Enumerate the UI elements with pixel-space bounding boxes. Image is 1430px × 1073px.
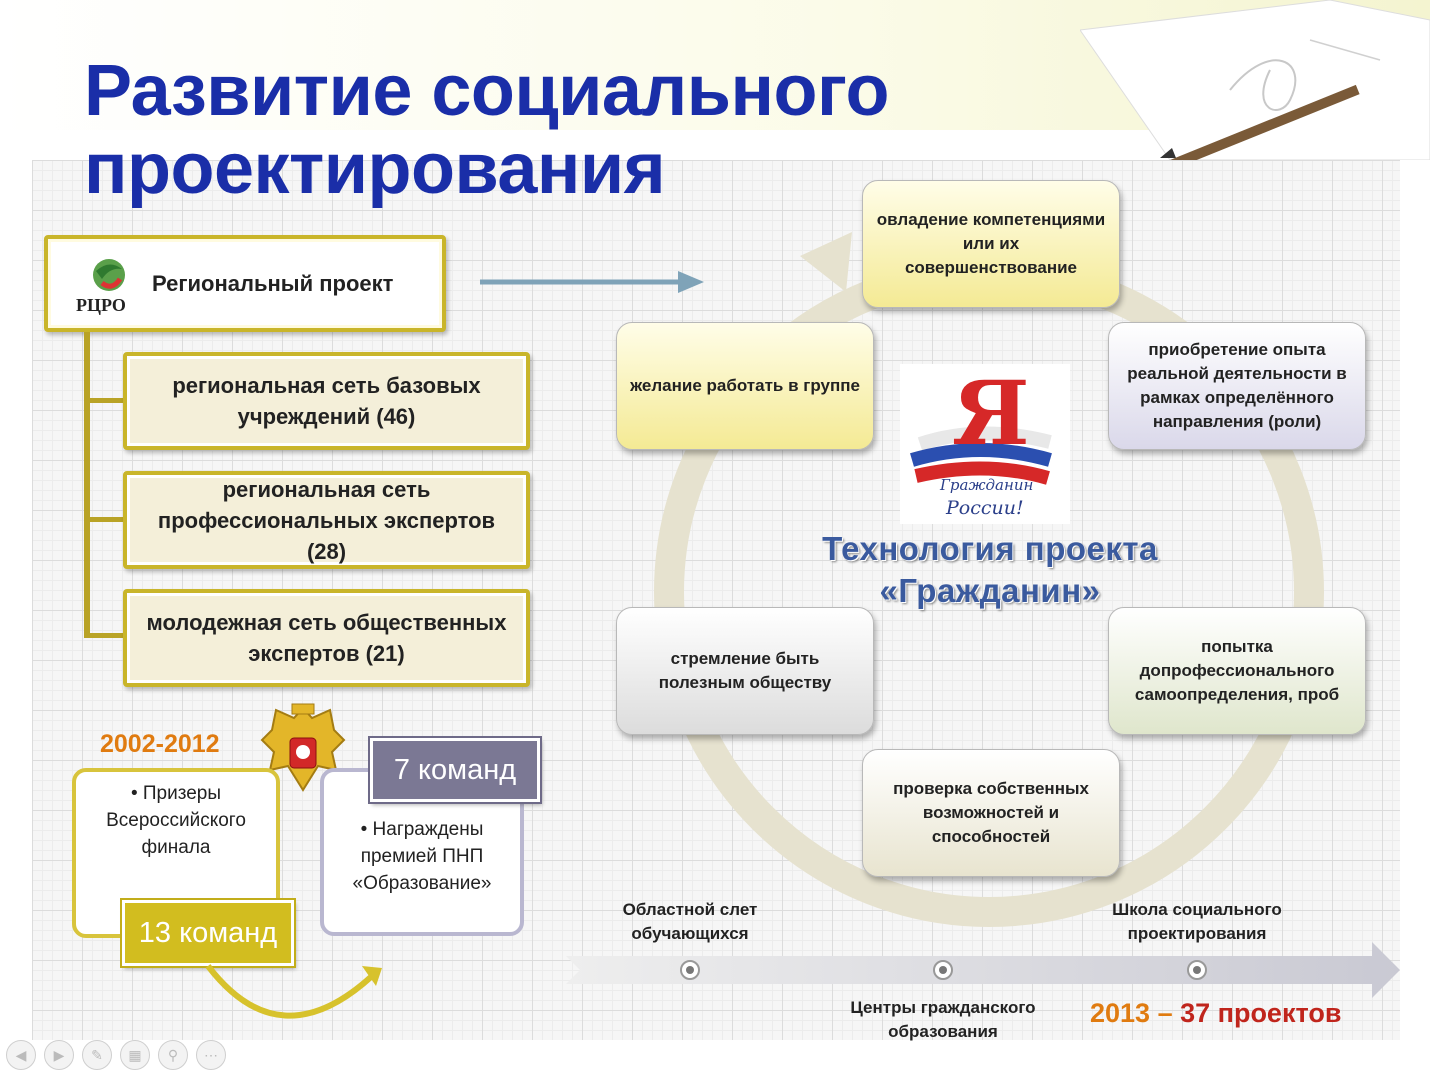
regional-project-label: Региональный проект — [152, 271, 394, 296]
timeline-marker-2 — [933, 960, 953, 980]
finalists-text: • Призеры Всероссийского финала — [106, 783, 246, 858]
cycle-step-label: попытка допрофессионального самоопределе… — [1134, 637, 1340, 704]
logo-letter: Я — [952, 364, 1030, 465]
cycle-step-label: желание работать в группе — [630, 376, 860, 395]
cycle-step-self-determination: попытка допрофессионального самоопределе… — [1108, 607, 1366, 735]
curved-arrow-icon — [205, 964, 382, 1019]
timeline-label-school: Школа социального проектирования — [1112, 900, 1282, 943]
team-count-13: 13 команд — [122, 900, 294, 966]
regional-project-box: РЦРО Региональный проект — [44, 235, 446, 332]
logo-word-2: России! — [945, 497, 1024, 519]
network-box-base-institutions: региональная сеть базовых учреждений (46… — [123, 352, 530, 450]
team-count-7: 7 команд — [370, 738, 540, 802]
cycle-step-self-check: проверка собственных возможностей и спос… — [862, 749, 1120, 877]
title-line-1: Развитие социального — [84, 51, 889, 131]
timeline-marker-3 — [1187, 960, 1207, 980]
technology-title: Технология проекта «Гражданин» — [790, 528, 1190, 612]
rcro-logo-icon — [93, 259, 125, 291]
cycle-step-label: стремление быть полезным обществу — [658, 649, 832, 692]
network-box-professional-experts: региональная сеть профессиональных экспе… — [123, 471, 530, 569]
result-year: 2013 — [1090, 998, 1151, 1028]
timeline-label-centers: Центры гражданского образования — [850, 998, 1036, 1041]
cycle-step-useful: стремление быть полезным обществу — [616, 607, 874, 735]
network-label: региональная сеть базовых учреждений (46… — [172, 373, 481, 429]
years-label: 2002-2012 — [100, 730, 220, 758]
cycle-step-competencies: овладение компетенциями или их совершенс… — [862, 180, 1120, 308]
network-label: молодежная сеть общественных экспертов (… — [146, 610, 507, 666]
prev-icon[interactable]: ◀ — [6, 1040, 36, 1070]
cycle-arrowhead — [800, 232, 852, 292]
title-line-2: проектирования — [84, 129, 666, 209]
tree-branch-2 — [84, 517, 126, 522]
technology-title-line-1: Технология проекта — [822, 530, 1158, 567]
more-icon[interactable]: ⋯ — [196, 1040, 226, 1070]
cycle-step-label: приобретение опыта реальной деятельности… — [1127, 340, 1347, 431]
tree-branch-1 — [84, 398, 126, 403]
page-title: Развитие социального проектирования — [84, 52, 889, 208]
result-count: 37 проектов — [1180, 998, 1342, 1028]
cycle-step-teamwork: желание работать в группе — [616, 322, 874, 450]
technology-title-line-2: «Гражданин» — [879, 572, 1101, 609]
awardees-text: • Награждены премией ПНП «Образование» — [352, 819, 492, 894]
tree-branch-3 — [84, 633, 126, 638]
cycle-step-label: проверка собственных возможностей и спос… — [893, 779, 1089, 846]
timeline-label-rally: Областной слет обучающихся — [622, 900, 758, 943]
result-2013: 2013 – 37 проектов — [1090, 998, 1341, 1029]
cycle-step-label: овладение компетенциями или их совершенс… — [876, 210, 1106, 277]
network-label: региональная сеть профессиональных экспе… — [157, 476, 496, 564]
slides-icon[interactable]: ▦ — [120, 1040, 150, 1070]
result-dash: – — [1150, 998, 1181, 1028]
zoom-icon[interactable]: ⚲ — [158, 1040, 188, 1070]
coat-of-arms-icon — [260, 703, 346, 792]
logo-word-1: Гражданин — [939, 476, 1033, 494]
next-icon[interactable]: ▶ — [44, 1040, 74, 1070]
timeline-marker-1 — [680, 960, 700, 980]
rcro-logo-text: РЦРО — [76, 295, 126, 315]
right-arrow-icon — [480, 271, 704, 293]
pen-icon[interactable]: ✎ — [82, 1040, 112, 1070]
paper-pencil-decoration — [1080, 0, 1430, 160]
tree-trunk — [84, 332, 90, 638]
timeline-arrow — [566, 942, 1400, 998]
slideshow-toolbar: ◀ ▶ ✎ ▦ ⚲ ⋯ — [6, 1040, 226, 1072]
network-box-youth-experts: молодежная сеть общественных экспертов (… — [123, 589, 530, 687]
cycle-step-experience: приобретение опыта реальной деятельности… — [1108, 322, 1366, 450]
citizen-logo: Я Гражданин России! — [900, 364, 1070, 524]
